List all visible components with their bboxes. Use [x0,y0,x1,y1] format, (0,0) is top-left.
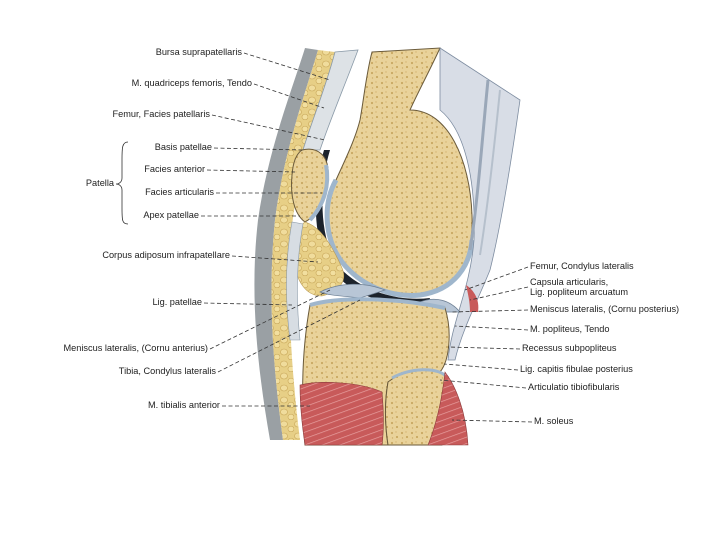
label-recessus-subpopliteus: Recessus subpopliteus [522,343,617,353]
label-tibia-condylus-lateralis: Tibia, Condylus lateralis [118,366,216,376]
label-quadriceps-tendo: M. quadriceps femoris, Tendo [131,78,252,88]
label-bursa-suprapatellaris: Bursa suprapatellaris [155,47,242,57]
subcutaneous-fat [271,50,335,440]
soleus-muscle [427,371,469,446]
label-patella: Patella [85,178,114,188]
label-facies-anterior: Facies anterior [144,164,205,174]
patellar-ligament [286,221,304,341]
label-tibialis-anterior: M. tibialis anterior [148,400,220,410]
left-leader-lines [201,52,361,407]
label-m-soleus: M. soleus [534,416,574,426]
label-femur-facies-patellaris: Femur, Facies patellaris [112,109,210,119]
label-capsula-line2: Lig. popliteum arcuatum [530,287,629,297]
popliteus-muscle [466,285,479,312]
label-capsula-line1: Capsula articularis, [530,277,609,287]
label-popliteus-tendo: M. popliteus, Tendo [530,324,610,334]
posterior-soft-tissue [439,47,521,361]
quadriceps-tendon [302,49,359,151]
label-meniscus-lateralis-posterius: Meniscus lateralis, (Cornu posterius) [530,304,680,314]
patella-brace [115,141,129,225]
meniscus-anterior [319,283,387,299]
label-lig-patellae: Lig. patellae [152,297,202,307]
label-lig-capitis-fibulae: Lig. capitis fibulae posterius [520,364,633,374]
patella-bone [291,148,329,223]
label-capsula-articularis: Capsula articularis, Lig. popliteum arcu… [530,277,628,297]
tibialis-anterior-muscle [299,382,384,446]
label-basis-patellae: Basis patellae [154,142,212,152]
label-facies-articularis: Facies articularis [145,187,214,197]
label-meniscus-lateralis-anterius: Meniscus lateralis, (Cornu anterius) [63,343,208,353]
label-apex-patellae: Apex patellae [143,210,199,220]
skin-layer [254,48,318,440]
right-leader-lines [439,266,533,423]
label-femur-condylus-lateralis: Femur, Condylus lateralis [530,261,634,271]
label-articulatio-tibiofibularis: Articulatio tibiofibularis [528,382,620,392]
label-corpus-adiposum: Corpus adiposum infrapatellare [102,250,230,260]
